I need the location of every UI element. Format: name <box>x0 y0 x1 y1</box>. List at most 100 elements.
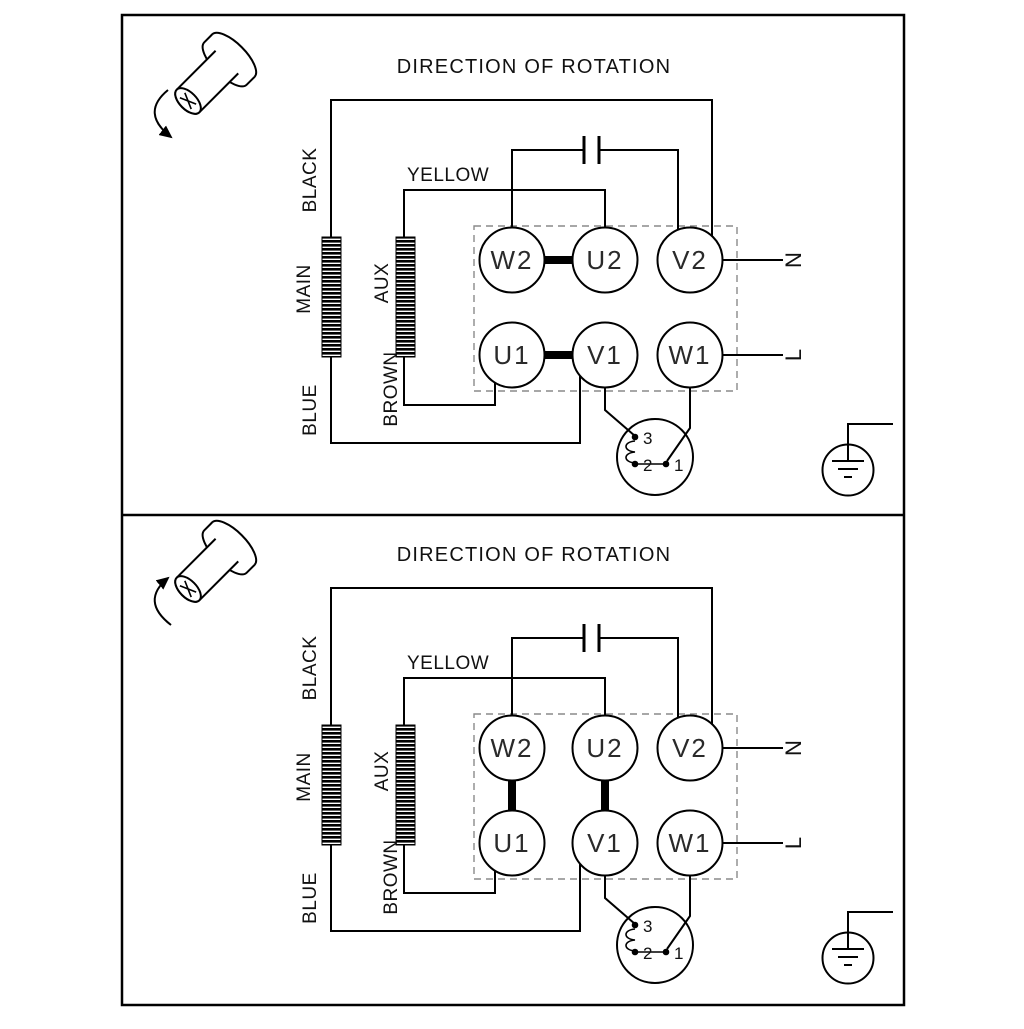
main-winding-coil <box>321 724 342 846</box>
label-aux: AUX <box>372 263 393 304</box>
terminal-block: W2 U2 V2 U1 V1 W1 <box>478 226 724 389</box>
contact-dot-1 <box>662 948 670 956</box>
terminal-u1-circle <box>478 809 546 877</box>
ground-circle <box>821 443 875 497</box>
ground-bars <box>832 948 864 966</box>
ground-symbol <box>821 423 893 497</box>
terminal-v1-label: V1 <box>587 828 623 858</box>
wire-blue <box>330 357 581 444</box>
main-winding-coil <box>321 236 342 358</box>
motor-icon <box>153 31 258 139</box>
aux-winding-coil <box>395 724 416 846</box>
wires <box>330 587 783 932</box>
contact-label-1: 1 <box>674 944 683 963</box>
rotation-arrow-clockwise <box>153 89 173 139</box>
thermal-switch-circle <box>616 906 694 984</box>
thermal-switch: 3 2 1 <box>604 387 694 496</box>
wire-blue <box>330 845 581 932</box>
capacitor <box>582 624 601 652</box>
motor-body <box>174 31 258 115</box>
contact-dot-2 <box>631 460 639 468</box>
contact-dot-3 <box>631 433 639 441</box>
label-brown: BROWN <box>381 351 402 426</box>
supply-neutral-label: N <box>781 740 806 756</box>
terminal-block: W2 U2 V2 U1 V1 W1 <box>478 714 724 877</box>
wire-brown <box>403 357 496 406</box>
label-blue: BLUE <box>300 872 321 924</box>
aux-winding-coil <box>395 236 416 358</box>
label-yellow: YELLOW <box>407 653 489 674</box>
terminal-w1-label: W1 <box>669 828 712 858</box>
label-blue: BLUE <box>300 384 321 436</box>
wire-thermal-v1 <box>604 387 636 437</box>
wire-capacitor-left <box>511 637 584 716</box>
terminal-w2-label: W2 <box>491 733 534 763</box>
ground-circle <box>821 931 875 985</box>
outer-border <box>120 13 906 1007</box>
wire-thermal-w1 <box>666 387 691 462</box>
capacitor <box>582 136 601 164</box>
panel-title: DIRECTION OF ROTATION <box>397 56 671 78</box>
label-yellow: YELLOW <box>407 165 489 186</box>
label-brown: BROWN <box>381 839 402 914</box>
supply-neutral-label: N <box>781 252 806 268</box>
wire-thermal-v1 <box>604 875 636 925</box>
wiring-panel-bottom: DIRECTION OF ROTATION <box>153 519 893 985</box>
supply-line-label: L <box>781 349 806 361</box>
label-black: BLACK <box>300 636 321 701</box>
wire-black <box>330 99 713 237</box>
terminal-v2-label: V2 <box>672 733 708 763</box>
terminal-box <box>473 713 738 880</box>
wire-capacitor-left <box>511 149 584 228</box>
terminal-v1-label: V1 <box>587 340 623 370</box>
label-black: BLACK <box>300 148 321 213</box>
ground-lead <box>847 911 893 949</box>
terminal-u2-label: U2 <box>586 733 623 763</box>
terminal-u2-circle <box>571 714 639 782</box>
wire-brown <box>403 845 496 894</box>
terminal-u1-label: U1 <box>493 828 530 858</box>
label-main: MAIN <box>294 264 315 314</box>
wire-yellow <box>403 189 606 237</box>
terminal-u1-circle <box>478 321 546 389</box>
ground-symbol <box>821 911 893 985</box>
terminal-w2-label: W2 <box>491 245 534 275</box>
contact-dot-1 <box>662 460 670 468</box>
panel-title: DIRECTION OF ROTATION <box>397 544 671 566</box>
motor-body <box>174 519 258 603</box>
wire-capacitor-right <box>599 637 679 719</box>
bimetal-element <box>625 440 636 464</box>
terminal-w2-circle <box>478 714 546 782</box>
terminal-w1-label: W1 <box>669 340 712 370</box>
terminal-w2-circle <box>478 226 546 294</box>
terminal-u1-label: U1 <box>493 340 530 370</box>
wire-black <box>330 587 713 725</box>
wiring-panel-top: DIRECTION OF ROTATION <box>153 31 893 497</box>
terminal-box <box>473 225 738 392</box>
contact-dot-3 <box>631 921 639 929</box>
contact-label-2: 2 <box>643 456 652 475</box>
contact-label-1: 1 <box>674 456 683 475</box>
terminal-u2-circle <box>571 226 639 294</box>
thermal-switch-circle <box>616 418 694 496</box>
terminal-u2-label: U2 <box>586 245 623 275</box>
label-main: MAIN <box>294 752 315 802</box>
terminal-v2-circle <box>656 714 724 782</box>
wire-capacitor-right <box>599 149 679 231</box>
thermal-switch: 3 2 1 <box>604 875 694 984</box>
wires <box>330 99 783 444</box>
wire-thermal-w1 <box>666 875 691 950</box>
wire-yellow <box>403 677 606 725</box>
contact-label-3: 3 <box>643 429 652 448</box>
rotation-arrow-counterclockwise <box>153 576 172 626</box>
contact-dot-2 <box>631 948 639 956</box>
motor-icon <box>153 519 258 626</box>
terminal-v2-label: V2 <box>672 245 708 275</box>
bimetal-element <box>625 928 636 952</box>
label-aux: AUX <box>372 751 393 792</box>
contact-label-2: 2 <box>643 944 652 963</box>
supply-line-label: L <box>781 837 806 849</box>
ground-lead <box>847 423 893 461</box>
